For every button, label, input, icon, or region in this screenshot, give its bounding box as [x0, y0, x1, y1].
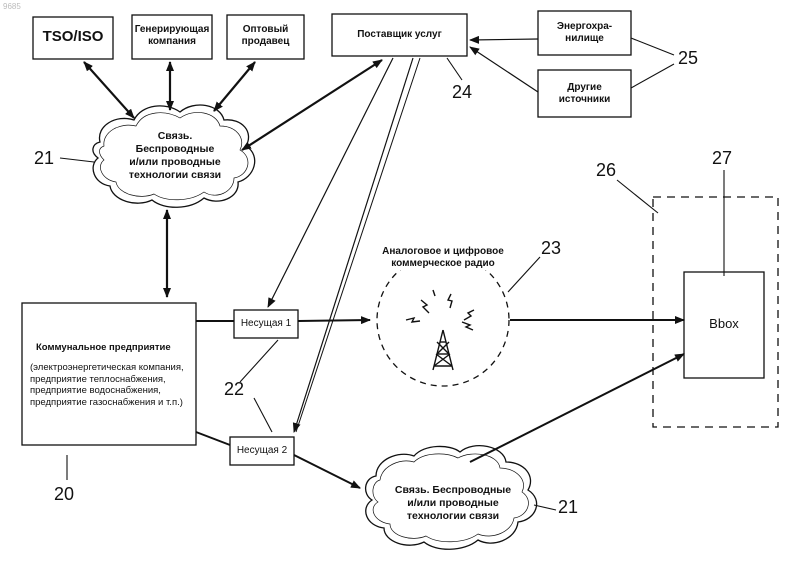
provider-carrier2-arrow — [294, 58, 413, 432]
leader-21b — [534, 505, 556, 510]
storage-label: Энергохра- нилище — [538, 21, 631, 45]
number-24: 24 — [452, 82, 472, 103]
bottom-cloud-label: Связь. Беспроводные и/или проводные техн… — [380, 484, 526, 523]
leader-24 — [447, 58, 462, 80]
generator-label: Генерирующая компания — [132, 24, 212, 48]
carrier2-label: Несущая 2 — [230, 445, 294, 457]
number-27: 27 — [712, 148, 732, 169]
number-26: 26 — [596, 160, 616, 181]
top-cloud-label: Связь. Беспроводные и/или проводные техн… — [110, 130, 240, 182]
utility-title: Коммунальное предприятие — [36, 342, 171, 354]
cloud-bbox-arrow — [470, 354, 684, 462]
radio-tower-icon — [433, 330, 453, 370]
carrier1-radio-arrow — [298, 320, 370, 321]
tso-label: TSO/ISO — [33, 28, 113, 45]
number-23: 23 — [541, 238, 561, 259]
bbox-label: Bbox — [684, 316, 764, 331]
radio-label: Аналоговое и цифровое коммерческое радио — [370, 246, 516, 270]
signal-icon — [406, 290, 474, 330]
leader-22a — [240, 340, 278, 382]
other-to-provider-arrow — [470, 47, 538, 92]
number-25: 25 — [678, 48, 698, 69]
corner-id: 9685 — [3, 2, 21, 11]
leader-21a — [60, 158, 94, 162]
leader-25b — [631, 64, 674, 88]
number-21-bottom: 21 — [558, 497, 578, 518]
number-20: 20 — [54, 484, 74, 505]
carrier2-cloud-arrow — [294, 455, 360, 488]
utility-details: (электроэнергетическая компания, предпри… — [30, 362, 190, 408]
leader-25a — [631, 38, 674, 55]
wholesaler-label: Оптовый продавец — [227, 24, 304, 48]
carrier1-label: Несущая 1 — [234, 318, 298, 330]
utility-carrier2-line — [196, 432, 230, 445]
number-21-top: 21 — [34, 148, 54, 169]
leader-26 — [617, 180, 658, 213]
provider-label: Поставщик услуг — [332, 29, 467, 41]
leader-22b — [254, 398, 272, 432]
provider-carrier2-arrow-b — [296, 58, 420, 432]
other-sources-label: Другие источники — [538, 82, 631, 106]
provider-cloud-arrow — [242, 60, 382, 150]
wholesaler-cloud-arrow — [214, 62, 255, 111]
number-22: 22 — [224, 379, 244, 400]
tso-cloud-arrow — [84, 62, 134, 118]
storage-to-provider-arrow — [470, 39, 538, 40]
enclosure-26 — [653, 197, 778, 427]
